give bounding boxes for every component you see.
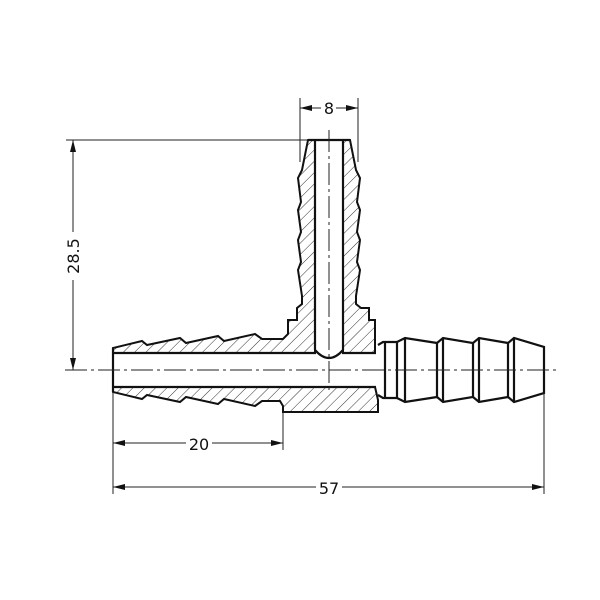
dimension-left-barb-length: 20 [112, 392, 284, 494]
dimension-overall-length: 57 [113, 393, 545, 498]
dimension-label-57: 57 [319, 479, 339, 498]
dimension-label-8: 8 [324, 99, 334, 118]
dimension-label-28-5: 28.5 [64, 238, 83, 274]
dimension-branch-width: 8 [299, 97, 359, 162]
section-body [112, 139, 379, 413]
dimension-height: 28.5 [63, 139, 308, 370]
upper-left-wall-section [112, 139, 316, 354]
lower-wall-section [112, 386, 379, 413]
bore-outlines [111, 138, 376, 392]
dimension-label-20: 20 [189, 435, 209, 454]
centerlines [65, 130, 556, 392]
upper-right-wall-section [342, 139, 376, 354]
